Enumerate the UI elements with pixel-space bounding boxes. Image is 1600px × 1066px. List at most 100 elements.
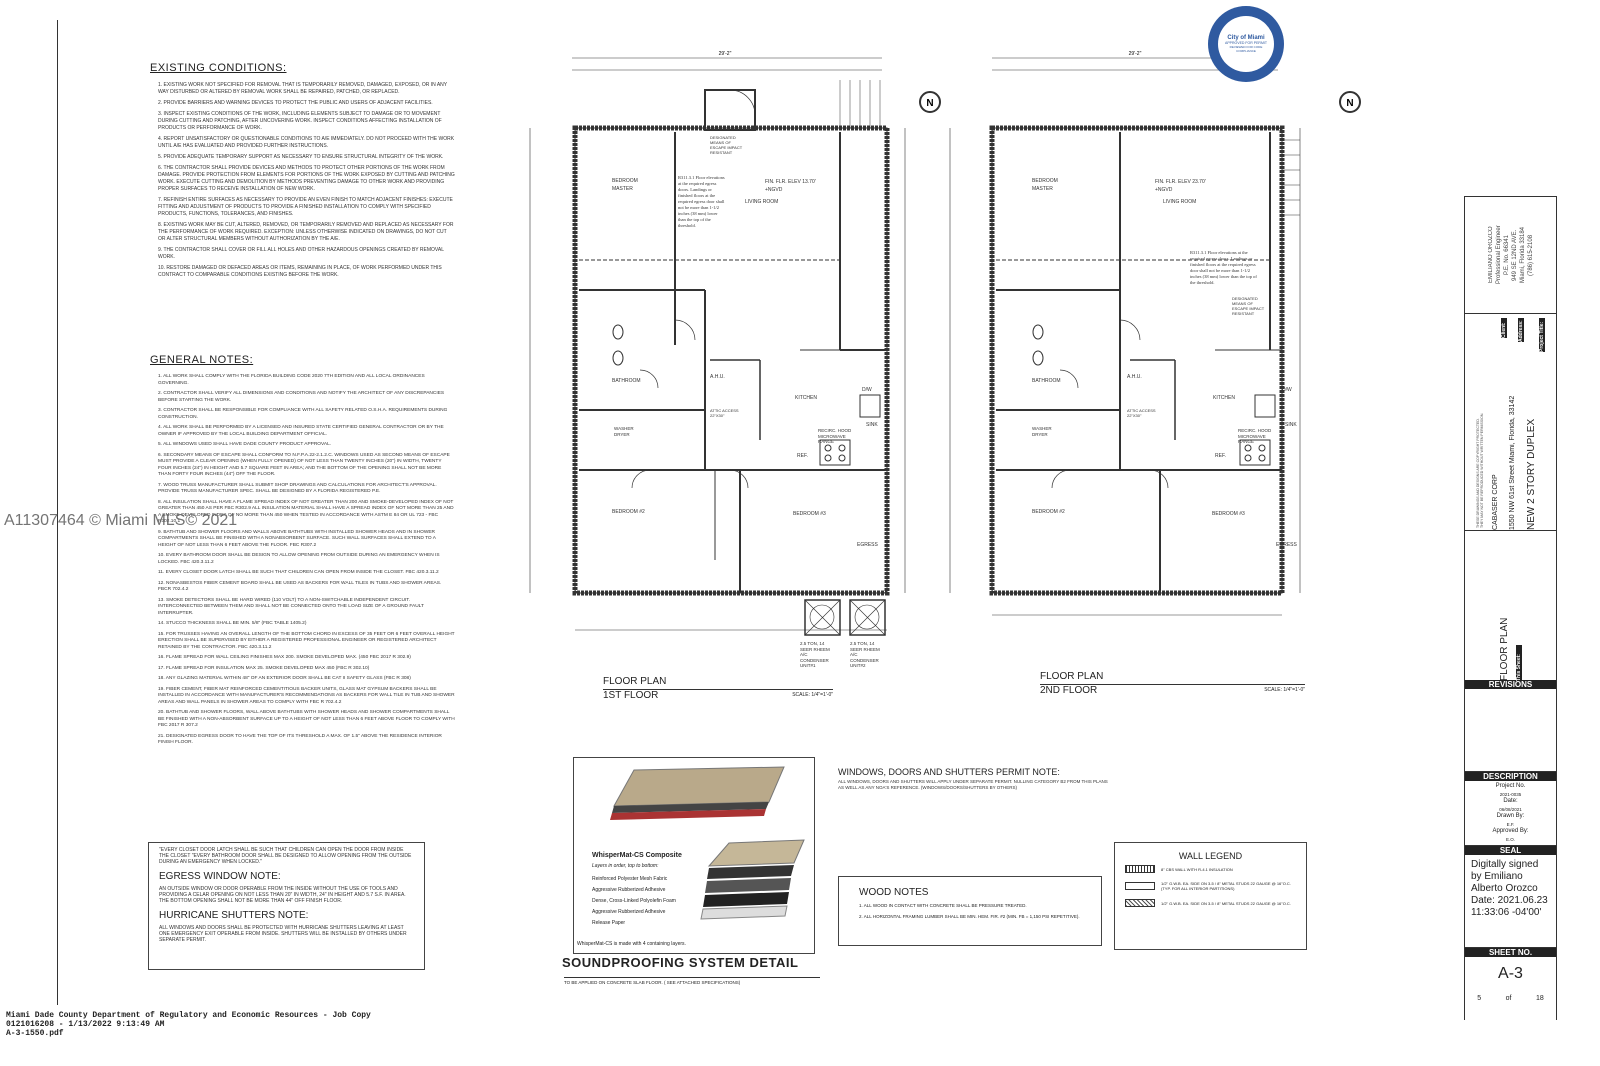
first-bedroom-master: BEDROOM MASTER xyxy=(612,178,638,192)
first-floor-plan: 29'-2" xyxy=(529,51,941,636)
second-kitchen: KITCHEN xyxy=(1213,395,1235,401)
seal-header: SEAL xyxy=(1465,846,1556,855)
second-fin-flr: FIN. FLR. ELEV 23.70' +NGVD xyxy=(1155,179,1206,193)
signature-line: Digitally signed xyxy=(1471,859,1539,870)
second-attic: ATTIC ACCESS 22"X30" xyxy=(1127,408,1156,418)
second-dw: D/W xyxy=(1282,387,1292,393)
general-note-item: 7. WOOD TRUSS MANUFACTURER SHALL SUBMIT … xyxy=(158,482,437,495)
first-bedroom2: BEDROOM #2 xyxy=(612,509,645,515)
first-washer: WASHER DRYER xyxy=(614,426,634,437)
cbs-wall-swatch xyxy=(1125,865,1155,873)
footer-stamp: Miami Dade County Department of Regulato… xyxy=(6,1011,371,1038)
approved-by-value: E.O. xyxy=(1505,836,1515,842)
wood-note-item: 2. ALL HORIZONTAL FRAMING LUMBER SHALL B… xyxy=(859,914,1080,919)
second-plan-scale: SCALE: 1/4"=1'-0" xyxy=(1264,687,1305,693)
condenser-1-label: 2.5 TON, 14 SEER RHEEM A/C CONDENSER UNI… xyxy=(800,641,830,668)
general-note-item: 19. FIBER CEMENT, FIBER MAT REINFORCED C… xyxy=(158,686,455,705)
first-fin-flr: FIN. FLR. ELEV 13.70' +NGVD xyxy=(765,179,816,193)
project-no-label: Project No. xyxy=(1495,783,1526,789)
wall-legend-box: WALL LEGEND 8" CBS WALL WITH R-4.1 INSUL… xyxy=(1114,842,1307,950)
first-bedroom3: BEDROOM #3 xyxy=(793,511,826,517)
existing-conditions: EXISTING CONDITIONS: 1. EXISTING WORK NO… xyxy=(150,62,455,283)
general-note-item: 17. FLAME SPREAD FOR INSULATION MAX 25. … xyxy=(158,665,370,671)
address-label: Address: xyxy=(1518,318,1524,342)
north-arrow-icon xyxy=(919,91,941,113)
soundproofing-layers-illustration xyxy=(610,766,785,820)
first-plan-scale: SCALE: 1/4"=1'-0" xyxy=(792,692,833,698)
soundproofing-subtitle: TO BE APPLIED ON CONCRETE SLAB FLOOR. ( … xyxy=(564,977,820,985)
general-note-item: 18. ANY GLAZING MATERIAL WITHIN 48" OF A… xyxy=(158,676,411,681)
second-bathroom: BATHROOM xyxy=(1032,378,1061,384)
stamp-bottom: REVIEWED FOR CODE COMPLIANCE xyxy=(1229,45,1263,53)
engineer-line: P.E. No. 66341 xyxy=(1503,235,1510,275)
second-ref: REF. xyxy=(1215,453,1226,459)
general-note-item: 16. FLAME SPREAD FOR WALL CEILING FINISH… xyxy=(158,655,411,660)
date-value: 06/08/2021 xyxy=(1499,806,1522,812)
second-plan-title-line2: 2ND FLOOR xyxy=(1040,685,1098,696)
first-bathroom: BATHROOM xyxy=(612,378,641,384)
first-plan-title-line1: FLOOR PLAN xyxy=(603,676,667,687)
first-plan-title-line2: 1ST FLOOR xyxy=(603,690,659,701)
wood-notes-title: WOOD NOTES xyxy=(859,887,929,898)
wood-notes-list: 1. ALL WOOD IN CONTACT WITH CONCRETE SHA… xyxy=(859,900,1081,922)
client-value: CABASER CORP xyxy=(1492,474,1499,530)
existing-conditions-list: 1. EXISTING WORK NOT SPECIFIED FOR REMOV… xyxy=(150,82,455,279)
soundproofing-layer: Aggressive Rubberized Adhesive xyxy=(592,887,666,893)
closet-door-note: "EVERY CLOSET DOOR LATCH SHALL BE SUCH T… xyxy=(159,847,412,865)
project-title-label: Project Title: xyxy=(1539,318,1545,352)
engineer-line: (786) 615-2108 xyxy=(1527,234,1534,276)
second-washer: WASHER DRYER xyxy=(1032,426,1052,437)
second-plan-title-line1: FLOOR PLAN xyxy=(1040,671,1104,682)
gwb-hatched-swatch xyxy=(1125,899,1155,907)
general-note-item: 2. CONTRACTOR SHALL VERIFY ALL DIMENSION… xyxy=(158,391,445,403)
egress-window-title: EGRESS WINDOW NOTE: xyxy=(159,871,281,882)
stamp-ring: APPROVED FOR PERMIT xyxy=(1224,41,1267,45)
first-hood: RECIRC. HOOD MICROWAVE RANGE xyxy=(818,428,852,444)
general-note-item: 9. BATHTUB AND SHOWER FLOORS AND WALLS A… xyxy=(158,529,436,548)
general-note-item: 5. ALL WINDOWS USED SHALL HAVE DADE COUN… xyxy=(158,442,332,447)
soundproofing-layers-illustration-2 xyxy=(700,839,805,920)
first-living-room: LIVING ROOM xyxy=(745,199,779,205)
drawn-by-value: E.F. xyxy=(1506,821,1515,827)
soundproofing-layers-heading: Layers in order, top to bottom: xyxy=(592,863,659,869)
client-label: Client: xyxy=(1501,318,1507,338)
second-bedroom3: BEDROOM #3 xyxy=(1212,511,1245,517)
existing-condition-item: 4. REPORT UNSATISFACTORY OR QUESTIONABLE… xyxy=(158,136,455,149)
soundproofing-layer: Release Paper xyxy=(592,920,626,926)
second-r311-note: R311.3.1 Floor elevations at the require… xyxy=(1190,250,1257,285)
footer-line-3: A-3-1550.pdf xyxy=(6,1029,64,1038)
existing-condition-item: 10. RESTORE DAMAGED OR DEFACED AREAS OR … xyxy=(158,265,442,278)
general-note-item: 11. EVERY CLOSET DOOR LATCH SHALL BE SUC… xyxy=(158,570,439,575)
egress-window-text: AN OUTSIDE WINDOW OR DOOR OPERABLE FROM … xyxy=(159,886,406,904)
date-label: Date: xyxy=(1503,798,1518,804)
approved-by-label: Approved By: xyxy=(1492,828,1529,834)
second-bedroom2: BEDROOM #2 xyxy=(1032,509,1065,515)
page-current: 5 xyxy=(1477,995,1482,1002)
existing-condition-item: 3. INSPECT EXISTING CONDITIONS OF THE WO… xyxy=(158,111,442,131)
first-attic: ATTIC ACCESS 22"X30" xyxy=(710,408,739,418)
general-note-item: 3. CONTRACTOR SHALL BE RESPONSIBLE FOR C… xyxy=(158,408,448,420)
sheet-title-area: FLOOR PLAN This Sheet: xyxy=(1465,531,1556,682)
engineer-line: 949 SE 12ND AVE. xyxy=(1511,229,1518,281)
first-kitchen: KITCHEN xyxy=(795,395,817,401)
first-r311-note: R311.3.1 Floor elevations at the require… xyxy=(678,175,725,228)
second-plan-title: FLOOR PLAN 2ND FLOOR SCALE: 1/4"=1'-0" xyxy=(1040,671,1305,696)
general-note-item: 10. EVERY BATHROOM DOOR SHALL BE DESIGN … xyxy=(158,553,440,565)
second-ahu: A.H.U. xyxy=(1127,374,1142,380)
second-designated-escape: DESIGNATED MEANS OF ESCAPE IMPACT RESIST… xyxy=(1232,296,1265,316)
copyright-note: THESE DRAWINGS AND DESIGNS ARE COPYRIGHT… xyxy=(1476,412,1484,528)
revisions-header: REVISIONS xyxy=(1465,680,1556,689)
second-hood: RECIRC. HOOD MICROWAVE RANGE xyxy=(1238,428,1272,444)
wall-legend-title: WALL LEGEND xyxy=(1178,851,1243,861)
soundproofing-title: SOUNDPROOFING SYSTEM DETAIL xyxy=(562,955,799,970)
existing-conditions-title: EXISTING CONDITIONS: xyxy=(150,62,287,74)
engineer-line: Miami, Florida 33184 xyxy=(1519,226,1526,284)
first-ahu: A.H.U. xyxy=(710,374,725,380)
general-note-item: 20. BATHTUB AND SHOWER FLOORS, WALL ABOV… xyxy=(158,710,455,728)
sheet-title-value: FLOOR PLAN xyxy=(1499,617,1510,681)
floor-plans-drawing: 29'-2" xyxy=(529,51,1361,636)
